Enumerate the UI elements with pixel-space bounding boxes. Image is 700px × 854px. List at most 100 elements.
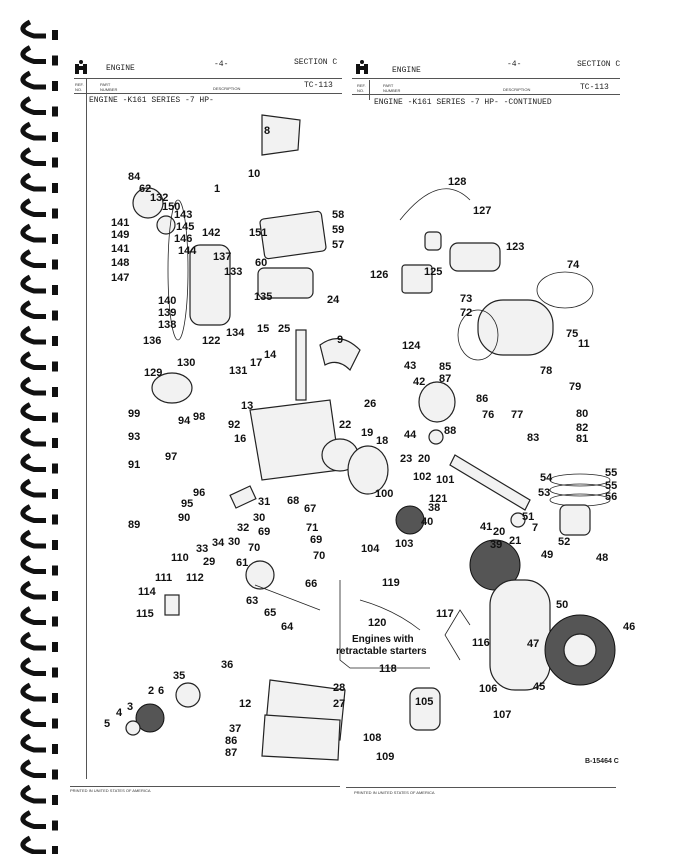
part-callout: 141 — [111, 217, 129, 229]
left-footer: PRINTED IN UNITED STATES OF AMERICA — [70, 788, 151, 793]
part-callout: 44 — [404, 429, 417, 441]
part-callout: 138 — [158, 319, 176, 331]
ih-logo-icon — [75, 60, 87, 74]
binding-ring — [20, 325, 46, 345]
part-callout: 28 — [333, 682, 345, 694]
binding-hole — [52, 412, 58, 423]
part-callout: 76 — [482, 409, 494, 421]
drawing-code: B-15464 C — [585, 758, 619, 765]
part-callout: 70 — [313, 550, 325, 562]
part-callout: 106 — [479, 683, 497, 695]
binding-hole — [52, 259, 58, 270]
binding-hole — [52, 285, 58, 295]
part-callout: 2 — [148, 685, 154, 697]
binding-ring — [20, 708, 46, 727]
part-callout: 55 — [605, 480, 617, 492]
binding-ring — [20, 733, 46, 753]
binding-ring — [20, 453, 46, 472]
part-callout: 110 — [171, 552, 189, 564]
part-callout: 27 — [333, 698, 345, 710]
part-callout: 17 — [250, 357, 262, 369]
binding-ring — [20, 427, 46, 447]
binding-ring — [20, 759, 46, 778]
binding-hole — [52, 106, 58, 117]
part-callout: 31 — [258, 496, 270, 508]
part-callout: 119 — [382, 577, 400, 589]
part-callout: 118 — [379, 663, 397, 675]
part-callout: 108 — [363, 732, 381, 744]
part-callout: 77 — [511, 409, 523, 421]
binding-ring — [20, 198, 46, 217]
right-header-rule — [352, 78, 620, 79]
binding-hole — [52, 310, 58, 321]
part-callout: 70 — [248, 542, 260, 554]
part-callout: 129 — [144, 367, 162, 379]
binding-hole — [52, 463, 58, 474]
binding-ring — [20, 835, 46, 854]
right-footer-rule — [346, 787, 616, 788]
binding-ring — [20, 810, 46, 829]
part-callout: 15 — [257, 323, 269, 335]
part-callout: 1 — [214, 183, 220, 195]
retractable-note-line1: Engines with — [352, 634, 414, 645]
part-callout: 35 — [173, 670, 185, 682]
right-margin-rule — [369, 80, 370, 100]
part-callout: 60 — [255, 257, 267, 269]
part-callout: 134 — [226, 327, 245, 339]
part-callout: 87 — [439, 373, 451, 385]
left-footer-rule — [70, 786, 340, 787]
part-callout: 131 — [229, 365, 247, 377]
part-callout: 140 — [158, 295, 176, 307]
part-callout: 100 — [375, 488, 393, 500]
binding-ring — [20, 249, 46, 268]
binding-ring — [20, 402, 46, 421]
part-callout: 91 — [128, 459, 140, 471]
part-callout: 50 — [556, 599, 568, 611]
binding-hole — [52, 744, 58, 754]
part-shapes — [125, 114, 616, 761]
part-callout: 143 — [174, 209, 192, 221]
part-callout: 41 — [480, 521, 492, 533]
part-callout: 114 — [138, 586, 157, 598]
binding-hole — [52, 81, 58, 91]
part-callout: 67 — [304, 503, 316, 515]
part-callout: 14 — [264, 349, 277, 361]
binding-hole — [52, 820, 58, 831]
binding-ring — [20, 478, 46, 498]
part-callout: 87 — [225, 747, 237, 759]
part-callout: 71 — [306, 522, 318, 534]
left-header-rule — [74, 78, 342, 79]
binding-hole — [52, 642, 58, 652]
part-callout: 24 — [327, 294, 340, 306]
part-callout: 109 — [376, 751, 394, 763]
part-callout: 64 — [281, 621, 294, 633]
part-callout: 54 — [540, 472, 553, 484]
part-callout: 102 — [413, 471, 431, 483]
binding-ring — [20, 274, 46, 294]
part-callout: 72 — [460, 307, 472, 319]
part-callout: 133 — [224, 266, 242, 278]
binding-hole — [52, 336, 58, 346]
right-description-label: DESCRIPTION — [503, 87, 531, 92]
binding-ring — [20, 784, 46, 804]
part-callout: 103 — [395, 538, 413, 550]
binding-hole — [52, 769, 58, 780]
part-callout: 6 — [158, 685, 164, 697]
right-catalog-number: TC-113 — [580, 83, 609, 92]
part-callout: 37 — [229, 723, 241, 735]
binding-ring — [20, 504, 46, 523]
binding-hole — [52, 693, 58, 703]
part-callout: 148 — [111, 257, 129, 269]
right-header-title: ENGINE — [392, 66, 421, 75]
part-callout: 7 — [532, 522, 538, 534]
part-callout: 45 — [533, 681, 545, 693]
binding-ring — [20, 70, 46, 90]
binding-hole — [52, 667, 58, 678]
part-callout: 65 — [264, 607, 276, 619]
part-callout: 81 — [576, 433, 588, 445]
part-callout: 146 — [174, 233, 192, 245]
binding-ring — [20, 223, 46, 243]
left-header-rule-2 — [74, 93, 342, 94]
part-callout: 136 — [143, 335, 161, 347]
part-callout: 122 — [202, 335, 220, 347]
